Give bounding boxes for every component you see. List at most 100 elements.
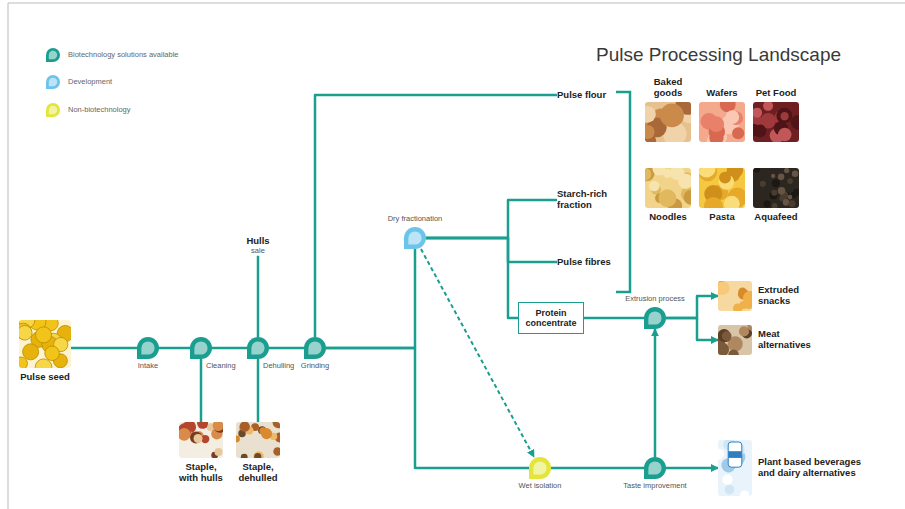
flow-line (584, 317, 644, 320)
process-icon (190, 337, 212, 359)
picture-node: Baked goods (645, 102, 691, 142)
node-caption: Plant based beverages and dairy alternat… (758, 457, 870, 479)
step-label: Cleaning (206, 362, 236, 371)
flow-line (666, 318, 718, 340)
step-label: Dehulling (263, 362, 294, 371)
step-label: Taste improvement (623, 482, 686, 491)
fraction-label: Starch-rich fraction (557, 189, 619, 211)
step-label: Intake (138, 362, 158, 371)
product-photo (753, 102, 799, 142)
product-photo (718, 440, 752, 496)
product-photo (699, 102, 745, 142)
node-caption: Pasta (696, 212, 748, 223)
flow-line (269, 347, 304, 350)
node-caption: Wafers (696, 88, 748, 99)
picture-node: Extruded snacks (718, 281, 752, 311)
flow-line (654, 329, 657, 457)
flow-line (212, 347, 247, 350)
product-photo (645, 168, 691, 208)
process-step: Intake (137, 337, 159, 359)
flow-line (426, 200, 557, 238)
process-icon (247, 337, 269, 359)
picture-node: Noodles (645, 168, 691, 208)
flow-line (71, 347, 137, 350)
step-label: Wet isolation (519, 482, 562, 491)
process-step: Wet isolation (529, 457, 551, 479)
picture-node: Plant based beverages and dairy alternat… (718, 440, 752, 496)
node-caption: Pet Food (750, 88, 802, 99)
node-caption: Staple, dehulled (232, 462, 284, 484)
process-icon (644, 307, 666, 329)
node-caption: Extruded snacks (758, 285, 820, 307)
product-photo (753, 168, 799, 208)
flow-line (159, 347, 190, 350)
flow-line (551, 467, 644, 470)
node-caption: Pulse seed (10, 372, 80, 383)
legend-text: Non-biotechnology (68, 105, 131, 114)
node-caption: Baked goods (642, 77, 694, 99)
fraction-label: Hullssale (246, 236, 269, 256)
product-box: Protein concentrate (518, 302, 584, 335)
flow-line (326, 249, 415, 348)
node-caption: Staple, with hulls (175, 462, 227, 484)
fraction-label: Pulse flour (557, 90, 606, 101)
flow-line (426, 238, 557, 262)
picture-node: Aquafeed (753, 168, 799, 208)
box-text: Protein concentrate (524, 308, 578, 329)
process-step: Cleaning (190, 337, 212, 359)
step-label: Dry fractionation (386, 215, 444, 224)
legend-text: Development (68, 77, 112, 86)
flow-line (426, 238, 518, 318)
product-photo (179, 422, 223, 458)
process-icon (137, 337, 159, 359)
process-step: Dry fractionation (404, 227, 426, 249)
legend-swatch (46, 48, 60, 62)
picture-node: Wafers (699, 102, 745, 142)
flow-line (666, 467, 718, 470)
flow-line (257, 359, 260, 422)
fraction-name: Pulse flour (557, 90, 606, 101)
fraction-label: Pulse fibres (557, 257, 611, 268)
product-photo (645, 102, 691, 142)
product-photo (718, 281, 752, 311)
process-step: Dehulling (247, 337, 269, 359)
product-photo (699, 168, 745, 208)
legend-swatch (46, 103, 60, 117)
fraction-name: Pulse fibres (557, 257, 611, 268)
process-icon (644, 457, 666, 479)
process-step: Grinding (304, 337, 326, 359)
product-photo (19, 320, 71, 368)
process-step: Extrusion process (644, 307, 666, 329)
picture-node: Pulse seed (19, 320, 71, 368)
frame-line (8, 3, 905, 4)
diagram-title: Pulse Processing Landscape (596, 44, 841, 66)
product-bracket (616, 92, 630, 292)
flow-line (421, 249, 534, 457)
flow-line (200, 359, 203, 422)
fraction-note: sale (246, 247, 269, 256)
process-icon (404, 227, 426, 249)
step-label: Grinding (301, 362, 329, 371)
process-step: Taste improvement (644, 457, 666, 479)
picture-node: Meat alternatives (718, 325, 752, 355)
legend-text: Biotechnology solutions available (68, 50, 179, 59)
node-caption: Aquafeed (750, 212, 802, 223)
node-caption: Noodles (642, 212, 694, 223)
product-photo (718, 325, 752, 355)
step-label: Extrusion process (625, 295, 685, 304)
picture-node: Staple, dehulled (236, 422, 280, 458)
flow-line (257, 256, 260, 337)
picture-node: Pasta (699, 168, 745, 208)
frame-line (8, 3, 9, 509)
node-caption: Meat alternatives (758, 329, 820, 351)
picture-node: Staple, with hulls (179, 422, 223, 458)
process-icon (304, 337, 326, 359)
picture-node: Pet Food (753, 102, 799, 142)
flow-line (326, 348, 529, 468)
process-icon (529, 457, 551, 479)
fraction-name: Hulls (246, 236, 269, 247)
legend-swatch (46, 75, 60, 89)
